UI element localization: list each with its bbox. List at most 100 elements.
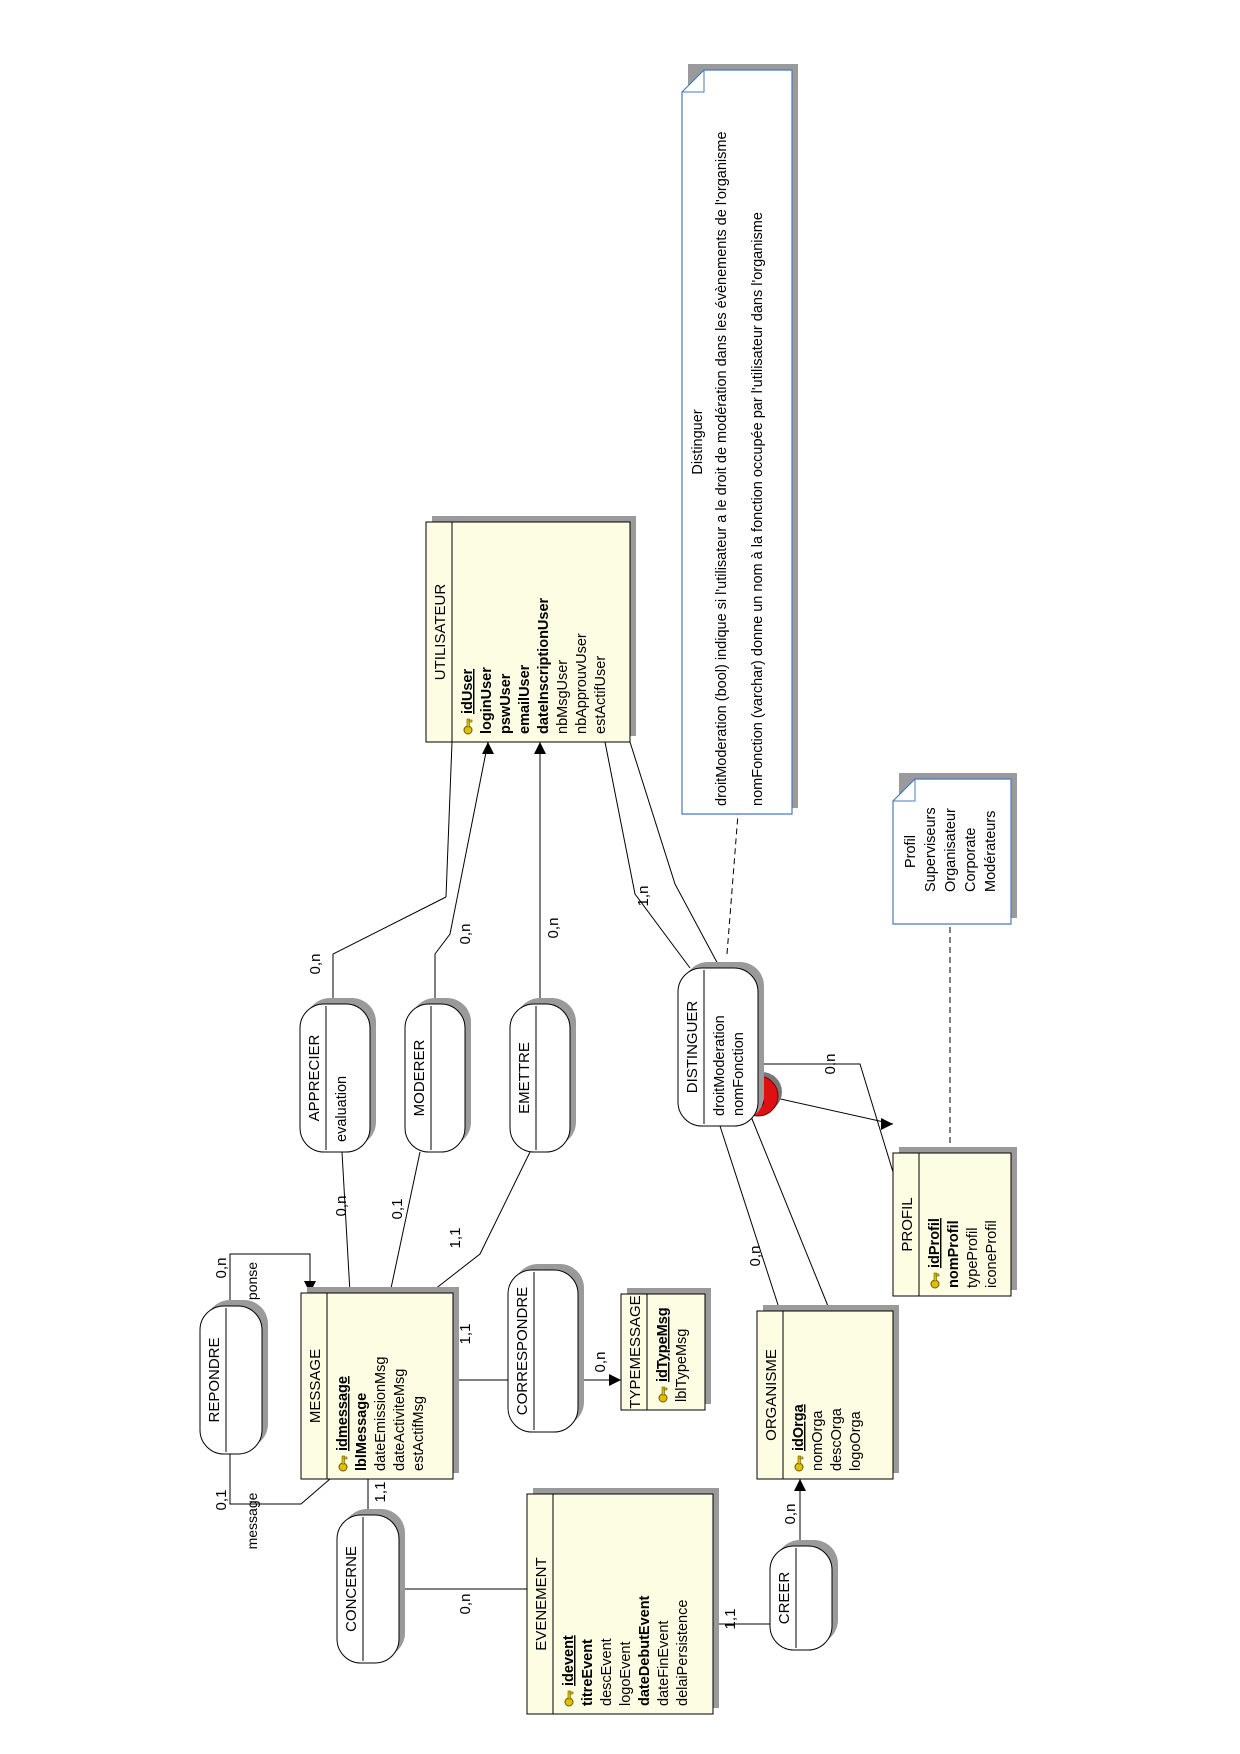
- cardinality-label: 1,1: [722, 1609, 739, 1630]
- arrow-head: [794, 1479, 806, 1491]
- association-correspondre[interactable]: CORRESPONDRE: [507, 1264, 584, 1433]
- association-title: APPRECIER: [306, 1034, 323, 1121]
- note-line: droitModeration (bool) indique si l'util…: [714, 131, 730, 806]
- cardinality-label: 0,n: [307, 954, 324, 975]
- note-title: Distinguer: [690, 409, 706, 474]
- cardinality-label: 1,1: [447, 1228, 464, 1249]
- entity-attribute: lblTypeMsg: [674, 1329, 690, 1402]
- association-attribute: evaluation: [334, 1076, 350, 1142]
- entity-box: [526, 1493, 714, 1715]
- arrow-head: [534, 742, 546, 754]
- entity-attribute: idmessage: [335, 1376, 351, 1451]
- association-box: [404, 1003, 466, 1153]
- association-moderer[interactable]: MODERER: [404, 998, 471, 1153]
- link-apprecier-utilisateur-2: [445, 741, 453, 898]
- arrow-head: [609, 1374, 621, 1386]
- note-fold: [893, 779, 916, 802]
- link-distinguer-utilisateur-a: [604, 741, 691, 969]
- cardinality-label: 0,n: [333, 1196, 350, 1217]
- cardinality-label: 0,n: [213, 1258, 230, 1279]
- link-repondre-reponse: [229, 1253, 311, 1301]
- entity-title: MESSAGE: [307, 1349, 324, 1423]
- entity-box: [425, 521, 631, 743]
- entity-box: [620, 1293, 706, 1411]
- entity-attribute: idOrga: [791, 1403, 807, 1451]
- entity-attribute: nomProfil: [946, 1220, 962, 1288]
- cardinality-label: 0,n: [747, 1246, 764, 1267]
- entity-attribute: nbMsgUser: [555, 660, 571, 734]
- association-title: CREER: [776, 1572, 793, 1625]
- entity-attribute: dateInscriptionUser: [536, 597, 552, 734]
- entity-title: TYPEMESSAGE: [627, 1295, 644, 1408]
- link-distinguer-organisme-a: [719, 1125, 781, 1312]
- association-box: [199, 1305, 263, 1455]
- association-title: EMETTRE: [516, 1042, 533, 1114]
- entity-box: [756, 1310, 894, 1480]
- association-apprecier[interactable]: APPRECIER evaluation: [299, 998, 376, 1153]
- link-distinguer-utilisateur-b: [629, 741, 721, 969]
- entity-attribute: dateDebutEvent: [637, 1595, 653, 1706]
- cardinality-label: 0,n: [545, 918, 562, 939]
- link-moderer-utilisateur: [434, 741, 489, 1004]
- note-line: nomFonction (varchar) donne un nom à la …: [750, 212, 766, 806]
- entity-attribute: idevent: [561, 1635, 577, 1686]
- association-title: CORRESPONDRE: [514, 1287, 531, 1415]
- cardinality-label: 1,n: [635, 886, 652, 907]
- association-box: [769, 1545, 833, 1651]
- association-box: [677, 967, 759, 1127]
- link-distinguer-organisme-b: [749, 1113, 831, 1312]
- association-creer[interactable]: CREER: [769, 1540, 838, 1651]
- entity-attribute: idUser: [460, 669, 476, 714]
- note-line: Organisateur: [943, 808, 959, 892]
- entity-attribute: typeProfil: [965, 1228, 981, 1288]
- cardinality-label: 0,n: [592, 1352, 609, 1373]
- association-repondre[interactable]: REPONDRE: [199, 1300, 268, 1455]
- entity-attribute: emailUser: [517, 664, 533, 734]
- association-concerne[interactable]: CONCERNE: [336, 1509, 405, 1664]
- entity-attribute: descEvent: [599, 1638, 615, 1706]
- entity-attribute: dateFinEvent: [656, 1621, 672, 1706]
- entity-title: EVENEMENT: [533, 1557, 550, 1650]
- entity-box: [300, 1292, 454, 1480]
- cardinality-label: 0,n: [457, 924, 474, 945]
- entity-title: ORGANISME: [763, 1349, 780, 1441]
- primary-key-icon: [794, 1455, 804, 1472]
- cardinality-label: 0,n: [782, 1504, 799, 1525]
- primary-key-icon: [338, 1455, 348, 1472]
- primary-key-icon: [658, 1386, 668, 1403]
- association-box: [509, 1003, 571, 1153]
- role-label: ponse: [244, 1262, 260, 1300]
- association-title: REPONDRE: [206, 1337, 223, 1422]
- link-distinguer-profil-a: [758, 1063, 894, 1173]
- arrow-head: [482, 742, 494, 754]
- entity-attribute: titreEvent: [580, 1639, 596, 1706]
- association-box: [336, 1514, 400, 1664]
- association-attribute: droitModeration: [712, 1015, 728, 1116]
- note-distinguer: Distinguer droitModeration (bool) indique…: [681, 64, 798, 815]
- entity-attribute: descOrga: [829, 1407, 845, 1471]
- cardinality-label: 0,1: [213, 1490, 230, 1511]
- association-emettre[interactable]: EMETTRE: [509, 998, 576, 1153]
- association-title: MODERER: [411, 1039, 428, 1116]
- cardinality-label: 0,n: [822, 1054, 839, 1075]
- link-apprecier-utilisateur: [332, 896, 447, 1004]
- note-line: Modérateurs: [983, 811, 999, 892]
- link-moderer-message: [389, 1151, 421, 1294]
- entity-attribute: idTypeMsg: [655, 1307, 671, 1382]
- entity-attribute: lblMessage: [354, 1393, 370, 1471]
- note-line: Corporate: [963, 828, 979, 892]
- entity-attribute: dateEmissionMsg: [373, 1357, 389, 1471]
- association-box: [507, 1269, 579, 1433]
- association-attribute: nomFonction: [731, 1032, 747, 1116]
- link-emettre-message: [429, 1151, 531, 1294]
